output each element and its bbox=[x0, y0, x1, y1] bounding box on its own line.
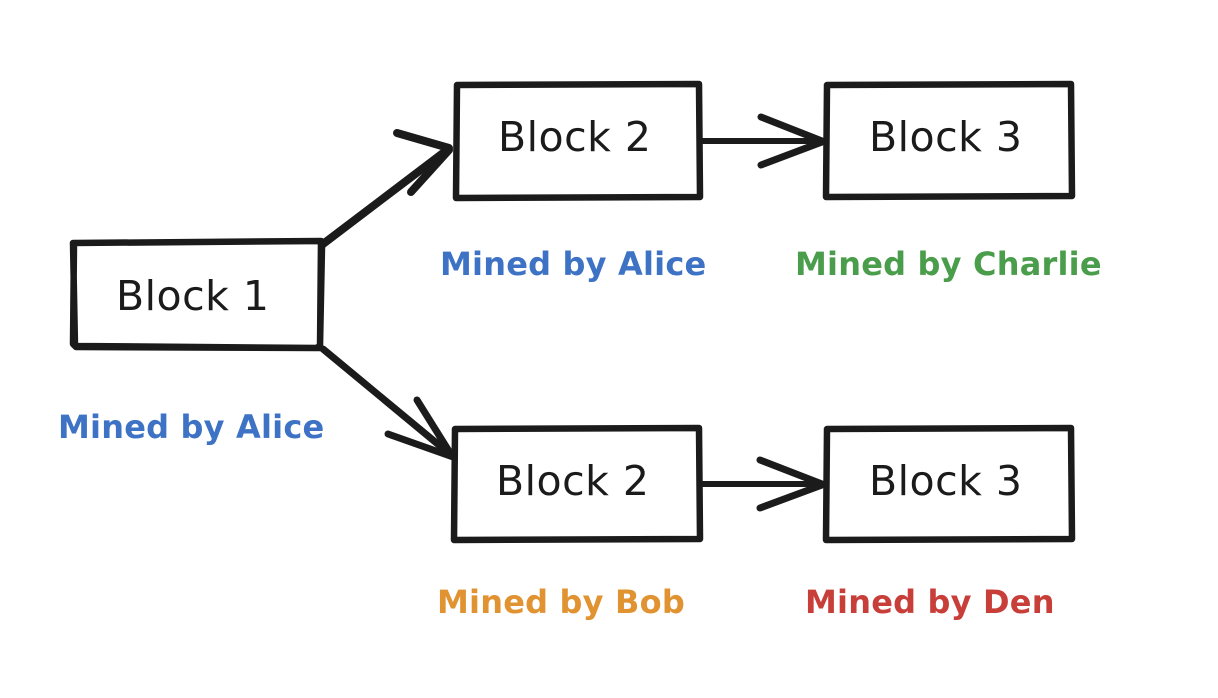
block-2-bottom-shape[interactable] bbox=[450, 424, 704, 544]
arrow-block2-to-block3-bottom[interactable] bbox=[698, 456, 826, 512]
arrow-block1-to-block2-bottom[interactable] bbox=[319, 345, 457, 461]
miner-label-block-2-top: Mined by Alice bbox=[440, 245, 707, 283]
block-3-bottom-label: Block 3 bbox=[869, 457, 1023, 505]
miner-label-block-3-bottom: Mined by Den bbox=[805, 583, 1055, 621]
block-3-top-shape[interactable] bbox=[822, 80, 1076, 201]
block-2-top-shape[interactable] bbox=[452, 80, 704, 202]
miner-label-block-3-top: Mined by Charlie bbox=[795, 245, 1102, 283]
miner-label-block-2-bottom: Mined by Bob bbox=[437, 583, 685, 621]
block-2-top-label: Block 2 bbox=[498, 113, 652, 161]
block-1-shape[interactable] bbox=[69, 237, 326, 352]
block-3-top-label: Block 3 bbox=[869, 113, 1023, 161]
block-3-bottom-shape[interactable] bbox=[822, 424, 1076, 544]
block-1-label: Block 1 bbox=[116, 272, 270, 320]
arrow-block2-to-block3-top[interactable] bbox=[698, 113, 826, 169]
block-2-bottom-label: Block 2 bbox=[496, 457, 650, 505]
miner-label-block-1: Mined by Alice bbox=[58, 408, 325, 446]
arrow-block1-to-block2-top[interactable] bbox=[319, 129, 453, 248]
